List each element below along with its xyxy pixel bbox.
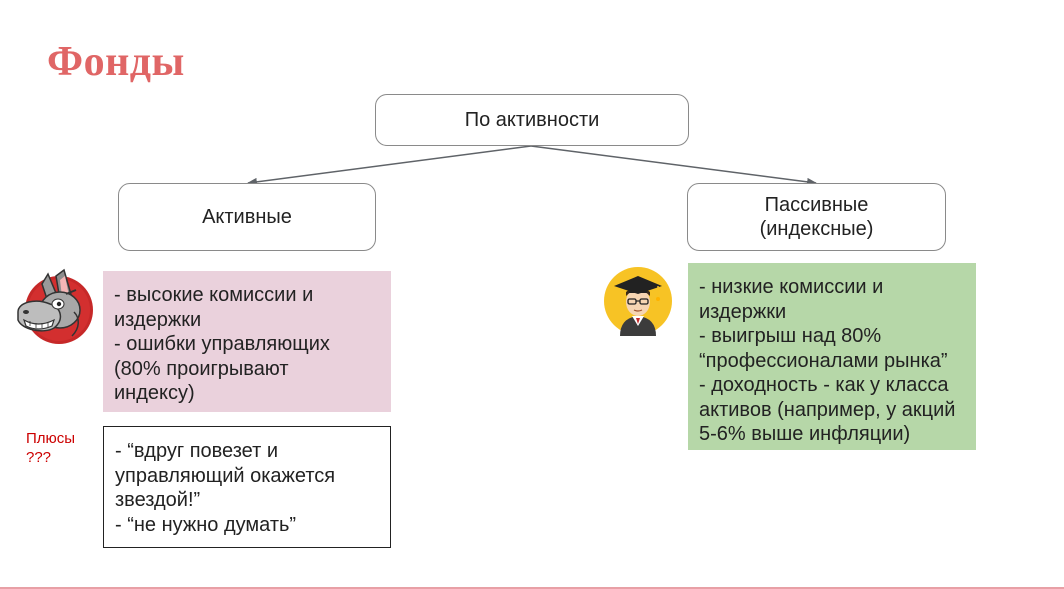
passive-pros-line: - низкие комиссии и [699, 276, 884, 298]
active-pros-line: звездой!” [115, 489, 201, 511]
pros-label-line2: ??? [26, 449, 52, 466]
footer-divider [0, 587, 1064, 589]
active-funds-node: Активные [118, 183, 376, 251]
passive-pros-line: 5-6% выше инфляции) [699, 423, 911, 445]
active-cons-line: издержки [114, 308, 202, 331]
active-cons-box: - высокие комиссии и издержки - ошибки у… [103, 271, 391, 412]
passive-pros-line: - выигрыш над 80% [699, 325, 882, 347]
pros-label-line1: Плюсы [26, 430, 76, 447]
passive-pros-line: издержки [699, 300, 787, 323]
passive-node-label-line1: Пассивные [764, 194, 869, 216]
arrow-to-passive [530, 145, 817, 186]
passive-pros-line: активов (например, у акций [699, 398, 956, 421]
page-title: Фонды [47, 39, 185, 85]
passive-pros-line: - доходность - как у класса [699, 374, 949, 396]
active-pros-box: - “вдруг повезет и управляющий окажется … [103, 426, 391, 548]
active-cons-line: (80% проигрывают [114, 357, 289, 380]
active-pros-line: управляющий окажется [115, 464, 336, 487]
pros-label: Плюсы ??? [26, 429, 75, 467]
active-cons-line: - ошибки управляющих [114, 333, 330, 355]
donkey-icon [17, 268, 93, 344]
active-cons-line: индексу) [114, 382, 195, 404]
arrow-to-active [247, 145, 532, 186]
active-node-label: Активные [202, 206, 292, 228]
passive-funds-node: Пассивные (индексные) [687, 183, 946, 251]
root-node: По активности [375, 94, 689, 146]
scholar-icon [604, 267, 672, 336]
active-pros-line: - “вдруг повезет и [115, 440, 279, 462]
passive-pros-box: - низкие комиссии и издержки - выигрыш н… [688, 263, 976, 450]
passive-node-label-line2: (индексные) [759, 218, 874, 240]
root-node-label: По активности [464, 109, 600, 131]
passive-pros-line: “профессионалами рынка” [699, 349, 948, 372]
active-pros-line: - “не нужно думать” [115, 513, 297, 536]
active-cons-line: - высокие комиссии и [114, 284, 314, 306]
